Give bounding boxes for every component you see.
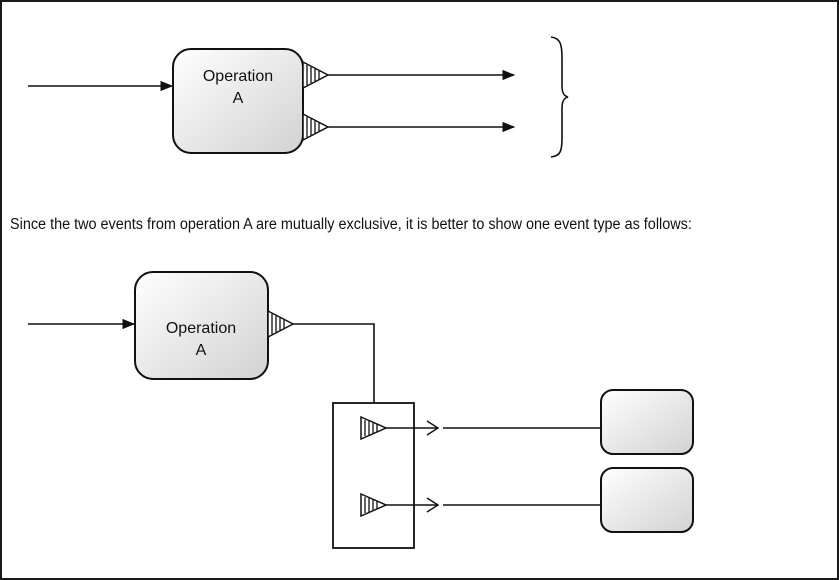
router-event-port-1: [360, 415, 388, 441]
top-operation-a-box: Operation A: [172, 48, 304, 154]
explanation-caption: Since the two events from operation A ar…: [10, 216, 692, 233]
top-diagram: Operation A: [28, 36, 569, 158]
bottom-event-connector: [293, 323, 375, 403]
bottom-operation-label-line2: A: [196, 342, 207, 359]
router-event-port-2: [360, 492, 388, 518]
top-event-port-1: [302, 60, 330, 90]
top-operation-label-line2: A: [233, 90, 244, 107]
router-arrowhead-1: [426, 420, 440, 436]
target-box-2: [600, 467, 694, 533]
bottom-event-port: [267, 309, 295, 339]
bottom-diagram: Operation A: [28, 271, 694, 549]
bottom-operation-label-line1: Operation: [166, 320, 236, 337]
bottom-operation-a-box: Operation A: [134, 271, 269, 380]
top-event-port-2: [302, 112, 330, 142]
top-curly-brace: [550, 36, 569, 158]
top-operation-label-line1: Operation: [203, 68, 273, 85]
router-arrowhead-2: [426, 497, 440, 513]
target-box-1: [600, 389, 694, 455]
